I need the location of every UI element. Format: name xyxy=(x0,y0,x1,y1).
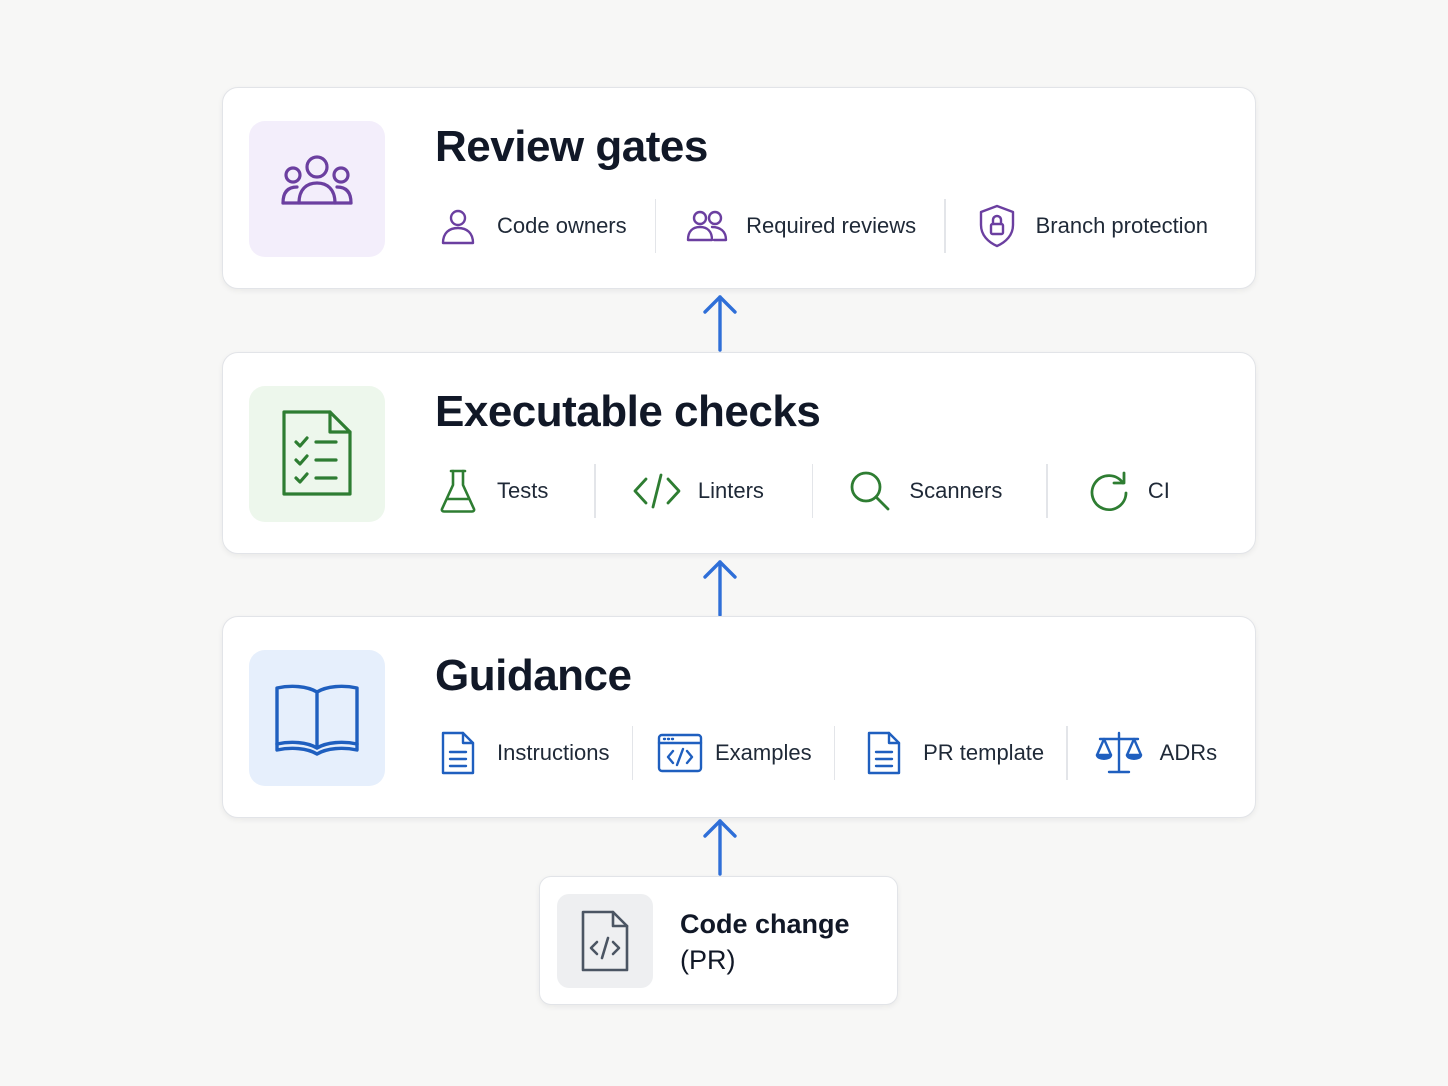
divider xyxy=(654,199,657,253)
divider xyxy=(631,726,633,780)
item-linters: Linters xyxy=(596,461,812,521)
item-ci-label: CI xyxy=(1147,478,1170,503)
divider xyxy=(833,726,836,780)
guidance-card: Guidance Instructions xyxy=(222,616,1256,818)
item-branch-protection-label: Branch protection xyxy=(1035,213,1209,238)
arrow-up-icon xyxy=(703,560,737,617)
item-tests: Tests xyxy=(435,461,594,521)
guidance-items: Instructions Examples xyxy=(435,723,1217,783)
flask-icon xyxy=(435,468,481,514)
guidance-title: Guidance xyxy=(435,651,632,700)
item-required-reviews-label: Required reviews xyxy=(746,213,917,238)
people-icon xyxy=(684,203,730,249)
code-change-card: Code change (PR) xyxy=(539,876,898,1005)
item-instructions-label: Instructions xyxy=(497,740,610,765)
item-scanners: Scanners xyxy=(813,461,1046,521)
item-branch-protection: Branch protection xyxy=(946,196,1208,256)
divider xyxy=(811,464,814,518)
item-examples: Examples xyxy=(633,723,834,783)
arrow-up-icon xyxy=(703,295,737,352)
guidance-icon-box xyxy=(249,650,385,786)
divider xyxy=(1066,726,1068,780)
divider xyxy=(944,199,946,253)
item-linters-label: Linters xyxy=(697,478,764,503)
item-adrs: ADRs xyxy=(1068,723,1217,783)
item-pr-template-label: PR template xyxy=(923,740,1045,765)
people-group-icon xyxy=(281,155,353,205)
checklist-icon xyxy=(282,410,352,496)
item-ci: CI xyxy=(1048,461,1170,521)
code-change-title: Code change xyxy=(680,909,850,939)
code-change-subtitle: (PR) xyxy=(680,945,736,975)
review-gates-title: Review gates xyxy=(435,122,708,171)
divider xyxy=(594,464,596,518)
item-required-reviews: Required reviews xyxy=(656,196,944,256)
document-icon xyxy=(861,730,907,776)
document-icon xyxy=(435,730,481,776)
code-change-icon-box xyxy=(557,894,653,988)
executable-checks-items: Tests Linters Scanners xyxy=(435,461,1170,521)
search-icon xyxy=(847,468,893,514)
divider xyxy=(1046,464,1048,518)
scales-icon xyxy=(1094,730,1144,776)
code-file-icon xyxy=(581,910,629,972)
executable-checks-icon-box xyxy=(249,386,385,522)
item-scanners-label: Scanners xyxy=(909,478,1003,503)
item-tests-label: Tests xyxy=(497,478,549,503)
executable-checks-card: Executable checks Tests Lint xyxy=(222,352,1256,554)
code-window-icon xyxy=(657,730,703,776)
code-icon xyxy=(632,468,682,514)
review-gates-items: Code owners Required reviews xyxy=(435,196,1208,256)
book-icon xyxy=(275,684,359,756)
item-code-owners-label: Code owners xyxy=(497,213,627,238)
review-gates-card: Review gates Code owners Req xyxy=(222,87,1256,289)
arrow-up-icon xyxy=(703,819,737,876)
executable-checks-title: Executable checks xyxy=(435,387,821,436)
refresh-icon xyxy=(1086,468,1132,514)
shield-lock-icon xyxy=(974,203,1020,249)
review-gates-icon-box xyxy=(249,121,385,257)
person-icon xyxy=(435,203,481,249)
item-code-owners: Code owners xyxy=(435,196,655,256)
item-adrs-label: ADRs xyxy=(1159,740,1218,765)
item-pr-template: PR template xyxy=(835,723,1066,783)
item-examples-label: Examples xyxy=(715,740,812,765)
item-instructions: Instructions xyxy=(435,723,632,783)
